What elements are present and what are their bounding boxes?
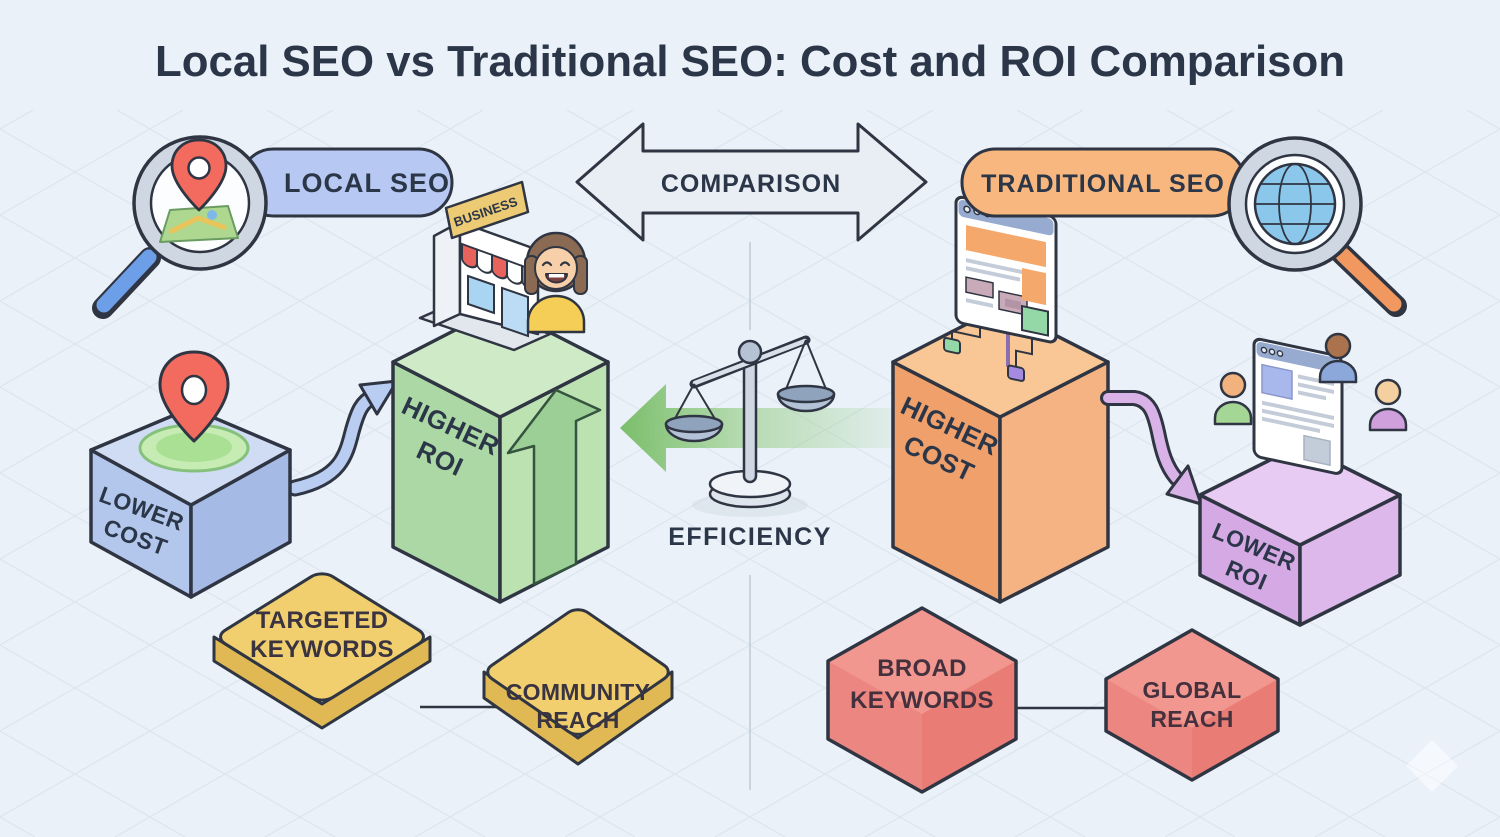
location-pin-icon: [158, 350, 230, 443]
lower-cost-cube: LOWER COST: [89, 350, 292, 599]
curved-arrow-traditional: [1100, 390, 1203, 506]
map-marker-base: [138, 423, 250, 473]
comparison-arrow-label: COMPARISON: [661, 170, 841, 198]
global-reach-tag: GLOBAL REACH: [1104, 628, 1280, 782]
growth-arrow-icon: [506, 388, 602, 586]
efficiency-label: EFFICIENCY: [668, 523, 832, 551]
broad-keywords-tag: BROAD KEYWORDS: [826, 606, 1018, 794]
purple-node-icon: [1007, 364, 1025, 382]
higher-cost-pillar: HIGHER COST: [891, 305, 1110, 604]
user-green-icon: [1213, 371, 1253, 426]
user-blue-icon: [1318, 332, 1358, 384]
global-reach-line2: REACH: [1150, 706, 1233, 732]
targeted-keywords-line2: KEYWORDS: [250, 636, 394, 663]
targeted-keywords-tag: TARGETED KEYWORDS: [212, 570, 432, 730]
community-reach-line2: REACH: [536, 707, 619, 733]
green-node-icon: [943, 336, 961, 355]
local-seo-badge-label: LOCAL SEO: [284, 168, 450, 198]
map-icon: [159, 205, 239, 243]
page-title: Local SEO vs Traditional SEO: Cost and R…: [155, 37, 1345, 86]
broad-keywords-line1: BROAD: [877, 655, 967, 682]
comparison-arrow: COMPARISON: [575, 122, 928, 242]
efficiency-arrow: [620, 384, 900, 472]
community-reach-line1: COMMUNITY: [506, 679, 651, 705]
globe-icon: [1253, 162, 1337, 246]
watermark-diamond-icon: [1406, 740, 1458, 792]
business-sign: [444, 180, 530, 240]
lower-roi-cube: LOWER ROI: [1198, 443, 1402, 627]
traditional-seo-badge: TRADITIONAL SEO: [960, 147, 1247, 218]
door-icon: [501, 286, 529, 338]
community-reach-tag: COMMUNITY REACH: [482, 606, 674, 766]
balance-scale-icon: [664, 335, 836, 517]
browser-window-ads-icon: [943, 195, 1058, 382]
magnifying-glass-local-icon: [92, 135, 268, 319]
local-seo-badge: LOCAL SEO: [238, 147, 454, 218]
curved-arrow-local: [286, 379, 399, 497]
global-reach-line1: GLOBAL: [1143, 677, 1242, 703]
window-icon: [467, 274, 495, 315]
traditional-seo-badge-label: TRADITIONAL SEO: [981, 170, 1225, 198]
browser-window-content-icon: [1252, 337, 1344, 475]
higher-roi-pillar: HIGHER ROI: [391, 305, 610, 604]
targeted-keywords-line1: TARGETED: [256, 607, 389, 634]
customer-icon: [524, 231, 588, 334]
magnifying-glass-global-icon: [1227, 136, 1407, 317]
user-purple-icon: [1368, 378, 1408, 432]
broad-keywords-line2: KEYWORDS: [850, 687, 994, 714]
pin-small-icon: [170, 138, 228, 212]
